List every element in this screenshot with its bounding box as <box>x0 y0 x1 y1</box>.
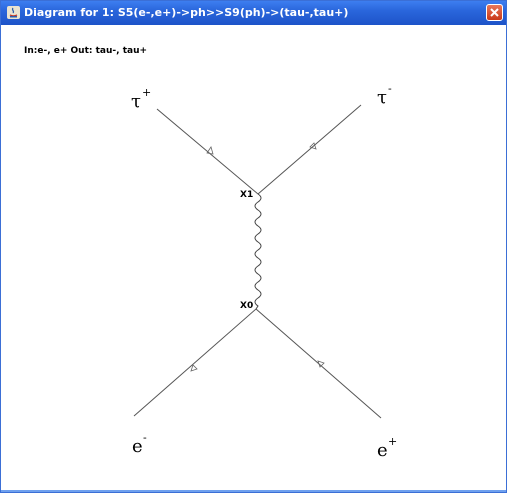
line-tau-plus <box>156 108 259 195</box>
particle-e-plus-charge: + <box>388 435 397 448</box>
window-bottom-border <box>1 490 506 492</box>
window-title: Diagram for 1: S5(e-,e+)->ph>>S9(ph)->(t… <box>24 6 349 19</box>
line-e-minus <box>133 308 257 417</box>
diagram-canvas: In:e-, e+ Out: tau-, tau+ τ + τ - e - <box>3 25 504 490</box>
particle-e-minus-charge: - <box>143 431 147 444</box>
arrow-e-minus <box>190 364 198 372</box>
particle-e-plus: e <box>377 440 388 461</box>
particle-tau-plus: τ <box>131 91 141 112</box>
vertex-x0-label: X0 <box>240 301 253 311</box>
in-out-label: In:e-, e+ Out: tau-, tau+ <box>24 46 148 56</box>
arrow-tau-plus <box>206 146 214 155</box>
particle-tau-plus-charge: + <box>142 86 151 99</box>
title-bar[interactable]: Diagram for 1: S5(e-,e+)->ph>>S9(ph)->(t… <box>1 1 506 25</box>
line-tau-minus <box>257 104 362 195</box>
close-icon <box>490 8 499 17</box>
arrow-tau-minus <box>309 142 317 150</box>
particle-tau-minus: τ <box>377 87 387 108</box>
particle-tau-minus-charge: - <box>388 82 392 95</box>
feynman-diagram: τ + τ - e - e + X1 X0 <box>131 82 397 461</box>
vertex-x1-label: X1 <box>240 190 253 200</box>
java-app-icon <box>7 6 20 19</box>
particle-e-minus: e <box>132 436 143 457</box>
arrow-e-plus <box>317 360 325 368</box>
close-button[interactable] <box>486 4 503 21</box>
photon-propagator <box>254 193 262 310</box>
